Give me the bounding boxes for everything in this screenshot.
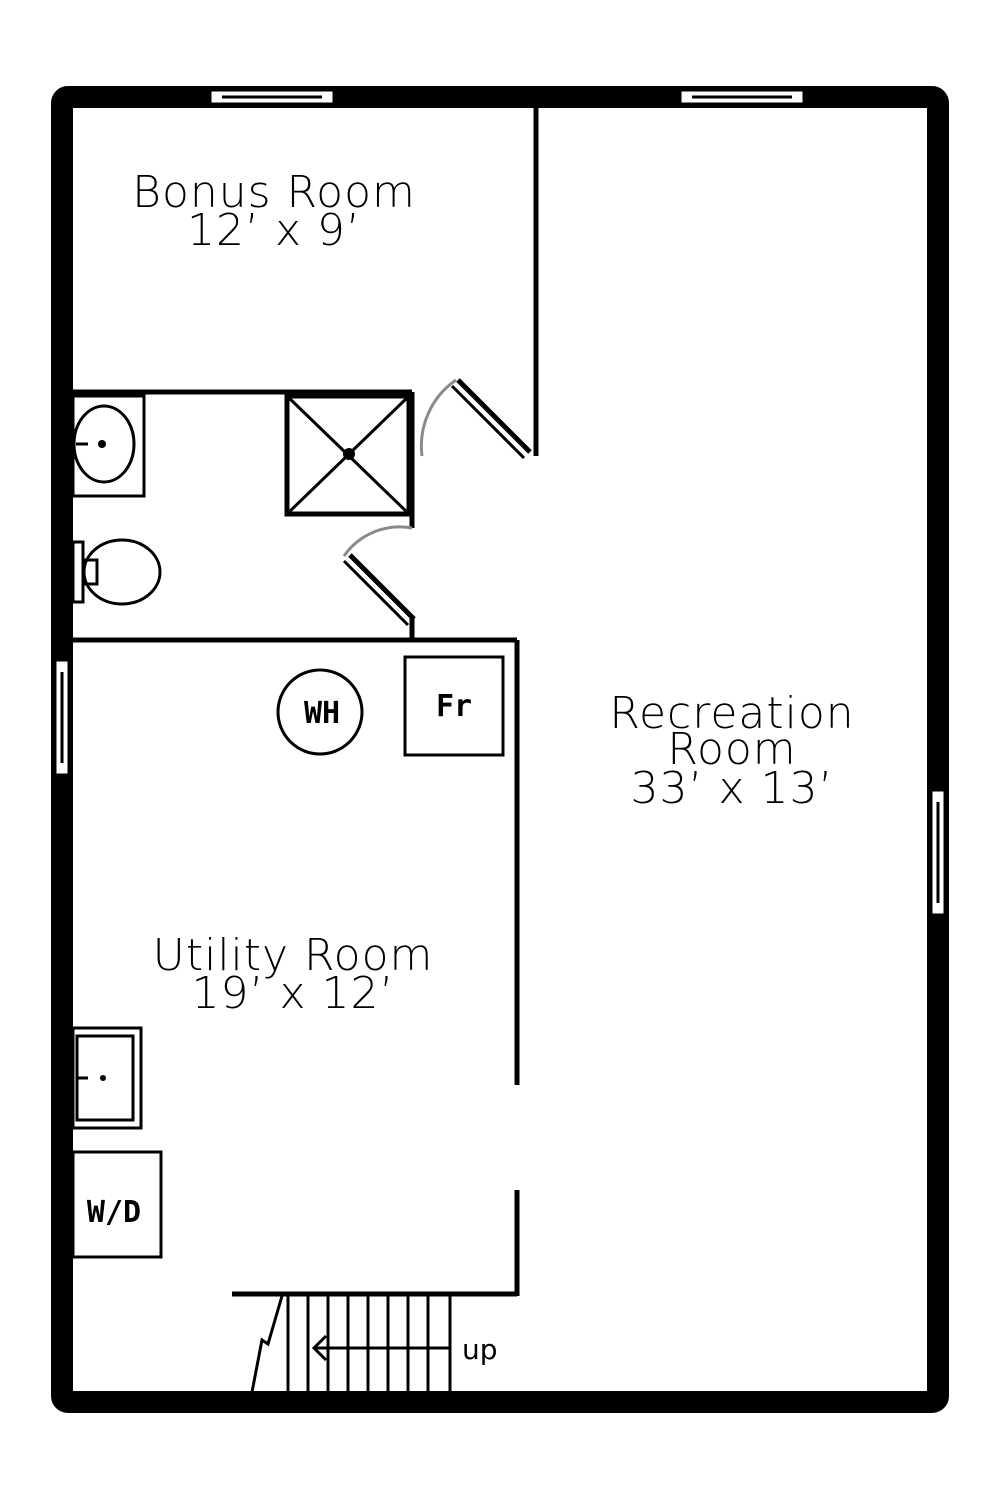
door-bathroom (342, 525, 416, 627)
bonus-room-size: 12’ x 9’ (187, 205, 361, 256)
bonus-room-name: Bonus Room (132, 167, 416, 218)
window-right (929, 788, 947, 917)
washer-dryer: W/D (71, 1150, 163, 1259)
washer-dryer-label: W/D (87, 1195, 141, 1230)
window-left (53, 658, 71, 777)
recreation-room-name-line2: Room (667, 724, 796, 775)
utility-sink (71, 1026, 143, 1130)
sink (71, 394, 146, 498)
recreation-room-size: 33’ x 13’ (631, 763, 834, 814)
window-top-left (208, 88, 336, 106)
freezer: Fr (403, 655, 505, 757)
door-bonus-room (419, 378, 532, 460)
window-top-right (678, 88, 806, 106)
stair-arrow-head (311, 1334, 328, 1362)
stair-break-line (250, 1295, 284, 1393)
shower-stall (284, 393, 412, 517)
recreation-room-name-line1: Recreation (609, 688, 854, 739)
toilet (71, 538, 162, 606)
exterior-wall (51, 86, 949, 1413)
utility-room-name: Utility Room (153, 930, 434, 981)
water-heater: WH (276, 668, 364, 756)
utility-room-size: 19’ x 12’ (192, 968, 395, 1019)
staircase: up (250, 1295, 498, 1393)
water-heater-label: WH (304, 696, 340, 731)
freezer-label: Fr (436, 689, 472, 724)
stair-direction-label: up (462, 1333, 498, 1366)
